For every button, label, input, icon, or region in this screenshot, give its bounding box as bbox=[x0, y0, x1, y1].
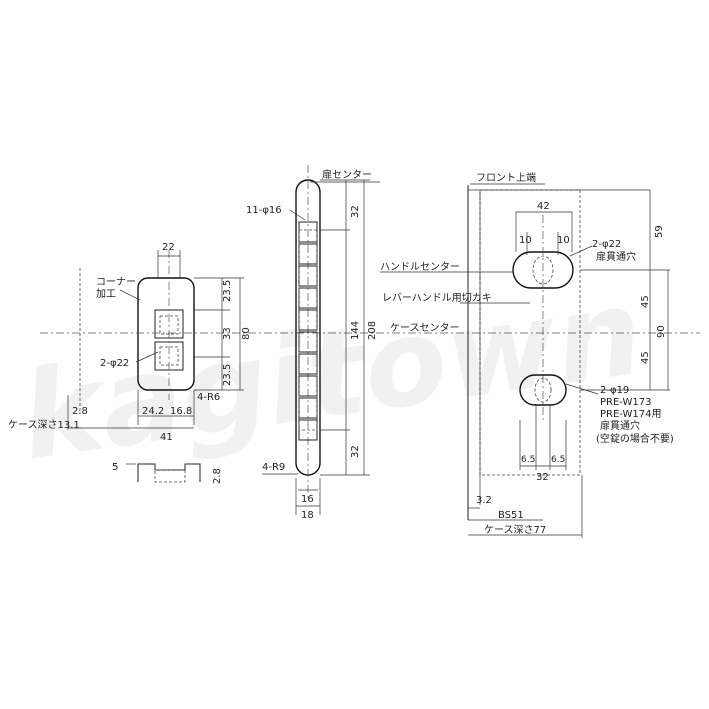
dim-45-bottom: 45 bbox=[640, 351, 651, 364]
right-view: 42 10 10 59 45 45 90 6.5 6.5 32 3.2 BS51… bbox=[380, 171, 674, 538]
strike-view: 32 144 32 208 16 18 扉センター 11-φ16 4-R9 bbox=[246, 165, 380, 521]
label-case-depth-13: ケース深さ13.1 bbox=[8, 419, 80, 431]
dim-6-5-right: 6.5 bbox=[551, 455, 565, 465]
dim-22: 22 bbox=[162, 242, 175, 253]
dim-24-2: 24.2 bbox=[142, 406, 164, 417]
label-pre-w173: PRE-W173 bbox=[600, 397, 651, 408]
dim-16-8: 16.8 bbox=[170, 406, 192, 417]
dim-5: 5 bbox=[112, 462, 118, 473]
dim-10-left: 10 bbox=[519, 235, 532, 246]
dim-45-top: 45 bbox=[640, 295, 651, 308]
cylinder-hole-oval bbox=[519, 374, 567, 406]
label-lower-hole: 2-φ19 bbox=[600, 385, 629, 396]
dim-23-5-bottom: 23.5 bbox=[222, 364, 233, 386]
dim-208: 208 bbox=[367, 321, 378, 340]
label-case-center: ケースセンター bbox=[390, 322, 460, 334]
label-holes-16: 11-φ16 bbox=[246, 205, 282, 216]
dim-80: 80 bbox=[241, 327, 252, 340]
label-door-center: 扉センター bbox=[322, 168, 372, 181]
dim-32-bottom: 32 bbox=[350, 445, 361, 458]
dim-42: 42 bbox=[537, 201, 550, 212]
side-detail: 5 2.8 bbox=[112, 462, 223, 484]
label-r9: 4-R9 bbox=[262, 462, 285, 473]
dim-59: 59 bbox=[654, 225, 665, 238]
dim-2-8: 2.8 bbox=[72, 406, 88, 417]
dim-bs51: BS51 bbox=[498, 510, 524, 521]
label-upper-hole: 2-φ22 bbox=[592, 239, 621, 250]
dim-41: 41 bbox=[160, 432, 173, 443]
label-r6: 4-R6 bbox=[197, 392, 220, 403]
label-lower-through: 扉貫通穴 bbox=[600, 419, 640, 432]
dim-3-2: 3.2 bbox=[476, 495, 492, 506]
dim-6-5-left: 6.5 bbox=[521, 455, 535, 465]
strike-holes bbox=[298, 221, 318, 441]
dim-10-right: 10 bbox=[557, 235, 570, 246]
label-not-needed: (空錠の場合不要) bbox=[596, 432, 674, 445]
dim-144: 144 bbox=[350, 321, 361, 340]
label-pre-w174: PRE-W174用 bbox=[600, 409, 661, 420]
dim-16: 16 bbox=[301, 494, 314, 505]
dim-2-8-side: 2.8 bbox=[212, 468, 223, 484]
dim-32-top: 32 bbox=[350, 205, 361, 218]
label-corner-2: 加工 bbox=[96, 288, 116, 300]
label-handle-center: ハンドルセンター bbox=[380, 261, 460, 273]
label-lever-cutout: レバーハンドル用切カキ bbox=[382, 292, 492, 304]
dim-32-bs: 32 bbox=[536, 472, 549, 483]
front-plate bbox=[137, 277, 195, 391]
dim-90: 90 bbox=[656, 325, 667, 338]
label-hole-22: 2-φ22 bbox=[100, 358, 129, 369]
dim-case-depth-77: ケース深さ77 bbox=[484, 524, 546, 536]
label-upper-through: 扉貫通穴 bbox=[596, 250, 636, 263]
label-front-top: フロント上端 bbox=[476, 171, 536, 184]
dim-23-5-top: 23.5 bbox=[222, 280, 233, 302]
dim-18: 18 bbox=[301, 510, 314, 521]
dim-33: 33 bbox=[222, 327, 233, 340]
front-view: 22 23.5 33 23.5 80 24.2 16.8 41 2.8 コーナー… bbox=[8, 242, 700, 443]
label-corner-1: コーナー bbox=[96, 276, 136, 288]
